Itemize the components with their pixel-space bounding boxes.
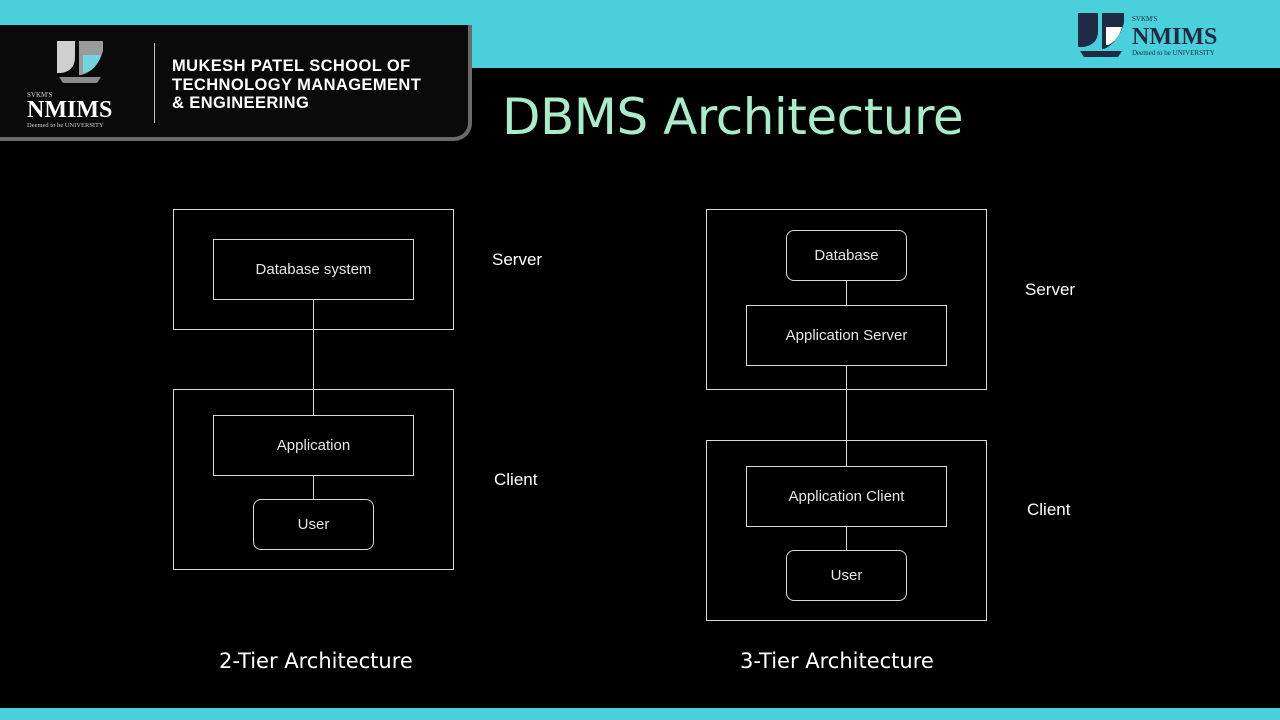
three-tier-connector-db bbox=[846, 280, 847, 306]
two-tier-client-label: Client bbox=[494, 470, 538, 489]
application-server-node: Application Server bbox=[746, 305, 947, 366]
corner-logo-tagline: Deemed to be UNIVERSITY bbox=[1132, 49, 1215, 57]
application-client-node: Application Client bbox=[746, 466, 947, 527]
header-panel: SVKM'S NMIMS Deemed to be UNIVERSITY MUK… bbox=[0, 25, 472, 141]
database-system-node: Database system bbox=[213, 239, 414, 300]
three-tier-connector-main bbox=[846, 365, 847, 467]
bottom-accent-bar bbox=[0, 708, 1280, 720]
nmims-logo: SVKM'S NMIMS Deemed to be UNIVERSITY bbox=[27, 41, 112, 129]
three-tier-server-label: Server bbox=[1025, 280, 1076, 299]
user-node: User bbox=[253, 499, 374, 550]
nmims-logo-corner: SVKM'S NMIMS Deemed to be UNIVERSITY bbox=[1078, 13, 1217, 57]
logo-wordmark: NMIMS bbox=[27, 97, 112, 123]
corner-logo-wordmark: NMIMS bbox=[1132, 24, 1217, 50]
three-tier-user-node: User bbox=[786, 550, 907, 601]
logo-divider bbox=[154, 43, 155, 123]
application-node: Application bbox=[213, 415, 414, 476]
corner-logo-prefix: SVKM'S bbox=[1132, 15, 1157, 23]
slide-title: DBMS Architecture bbox=[502, 88, 964, 146]
logo-prefix: SVKM'S bbox=[27, 91, 52, 99]
two-tier-connector bbox=[313, 299, 314, 415]
database-node: Database bbox=[786, 230, 907, 281]
two-tier-server-label: Server bbox=[492, 250, 543, 269]
logo-tagline: Deemed to be UNIVERSITY bbox=[27, 122, 104, 129]
three-tier-client-label: Client bbox=[1027, 500, 1071, 519]
two-tier-caption: 2-Tier Architecture bbox=[219, 649, 413, 673]
three-tier-caption: 3-Tier Architecture bbox=[740, 649, 934, 673]
three-tier-connector-user bbox=[846, 526, 847, 551]
two-tier-connector-user bbox=[313, 475, 314, 500]
school-name: MUKESH PATEL SCHOOL OF TECHNOLOGY MANAGE… bbox=[172, 57, 422, 112]
